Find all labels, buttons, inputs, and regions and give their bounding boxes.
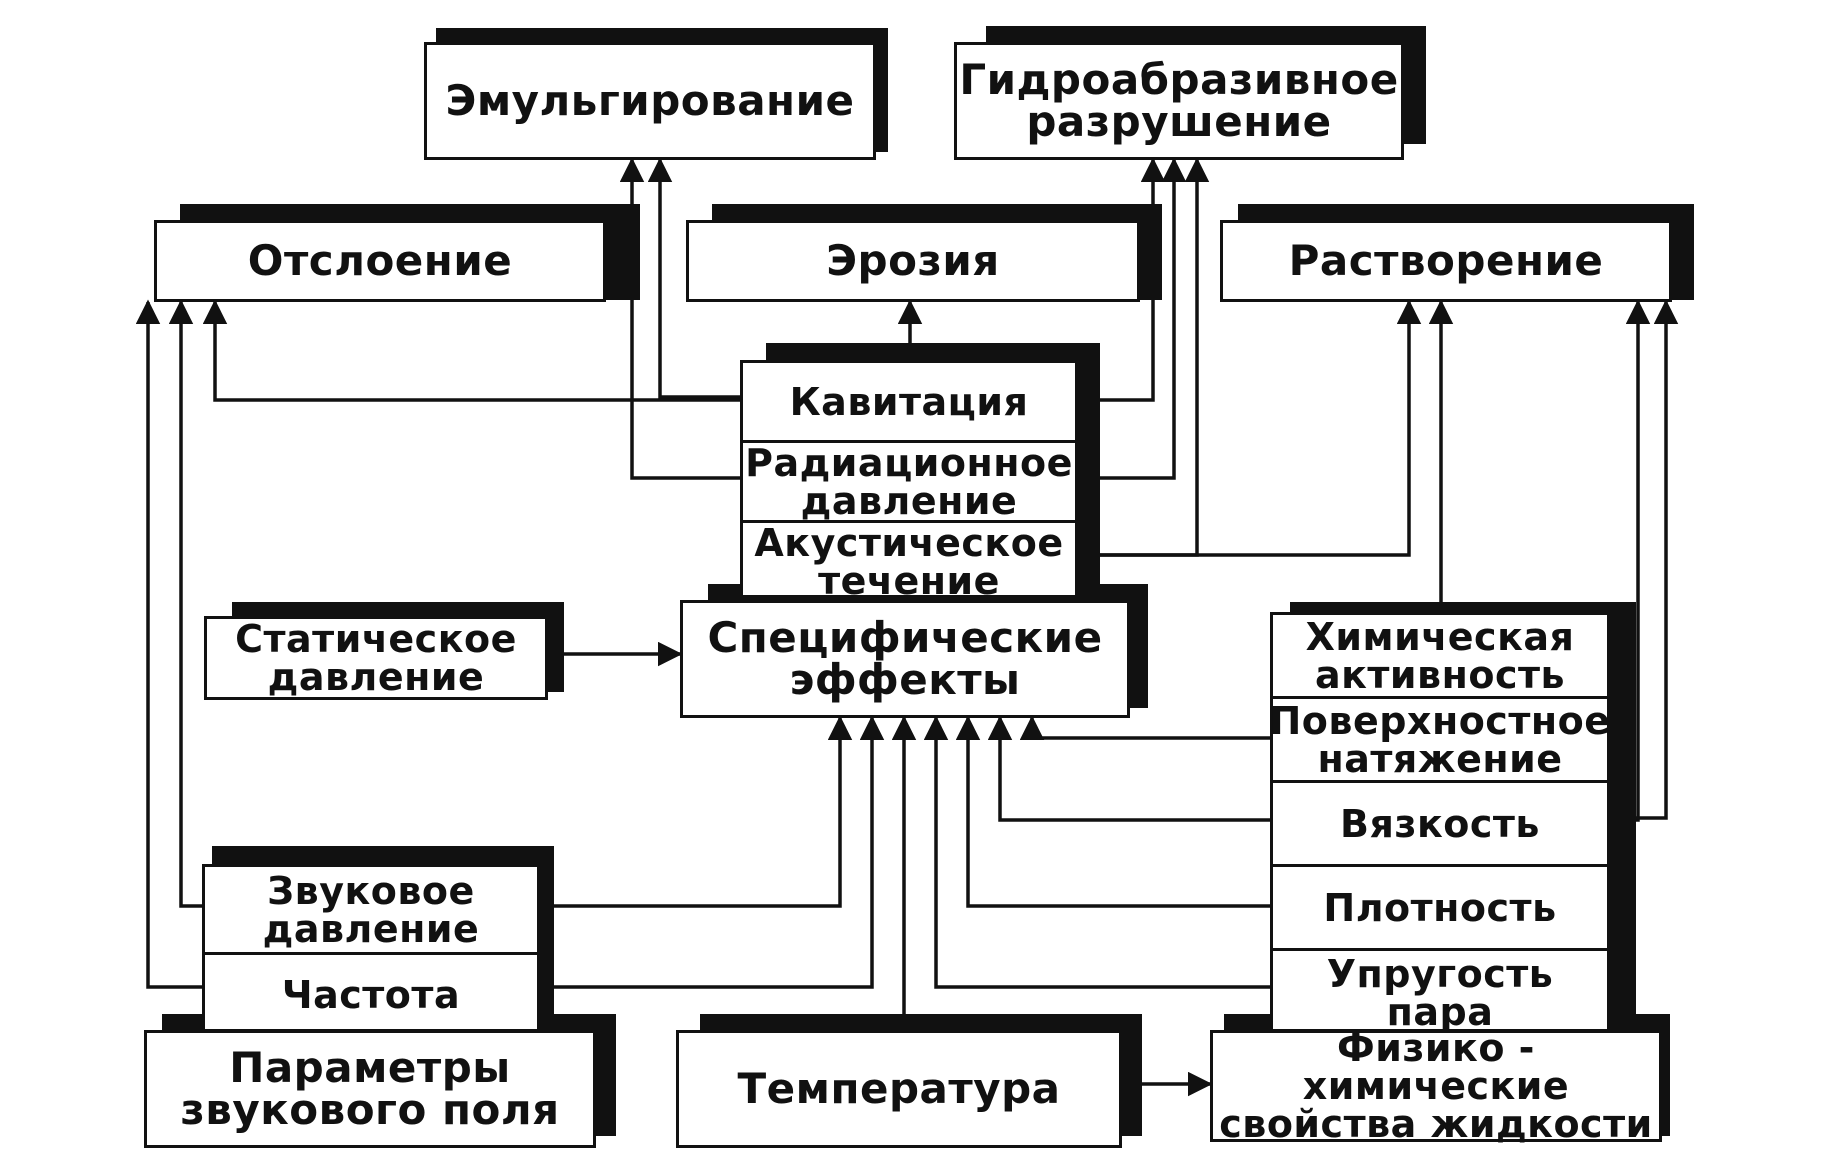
acoustic-flow-cell: Акустическое течение	[754, 521, 1064, 603]
erosion-box: Эрозия	[686, 220, 1140, 302]
delamination-box: Отслоение	[154, 220, 606, 302]
physchem-properties-box: Физико - химические свойства жидкости	[1210, 1029, 1662, 1143]
sound-stack: Звуковое давление Частота	[202, 864, 540, 1032]
sound-pressure-cell: Звуковое давление	[205, 867, 537, 955]
frequency-cell: Частота	[281, 973, 461, 1017]
chemical-activity-cell: Химическая активность	[1273, 615, 1607, 699]
effects-stack: Кавитация Радиационное давление Акустиче…	[740, 360, 1078, 603]
vapor-elasticity-cell: Упругость пара	[1326, 952, 1554, 1034]
hydroabrasive-box: Гидроабразивное разрушение	[954, 42, 1404, 160]
emulsification-box: Эмульгирование	[424, 42, 876, 160]
static-pressure-box: Статическое давление	[204, 616, 548, 700]
temperature-box: Температура	[676, 1030, 1122, 1148]
dissolution-box: Растворение	[1220, 220, 1672, 302]
cavitation-cell: Кавитация	[743, 363, 1075, 443]
surface-tension-cell: Поверхностное натяжение	[1270, 699, 1610, 783]
density-cell: Плотность	[1273, 867, 1607, 951]
sound-field-params-box: Параметры звукового поля	[144, 1030, 596, 1148]
liquid-properties-stack: Химическая активность Поверхностное натя…	[1270, 612, 1610, 1032]
viscosity-cell: Вязкость	[1273, 783, 1607, 867]
specific-effects-box: Специфические эффекты	[680, 600, 1130, 718]
radiation-pressure-cell: Радиационное давление	[743, 443, 1075, 523]
